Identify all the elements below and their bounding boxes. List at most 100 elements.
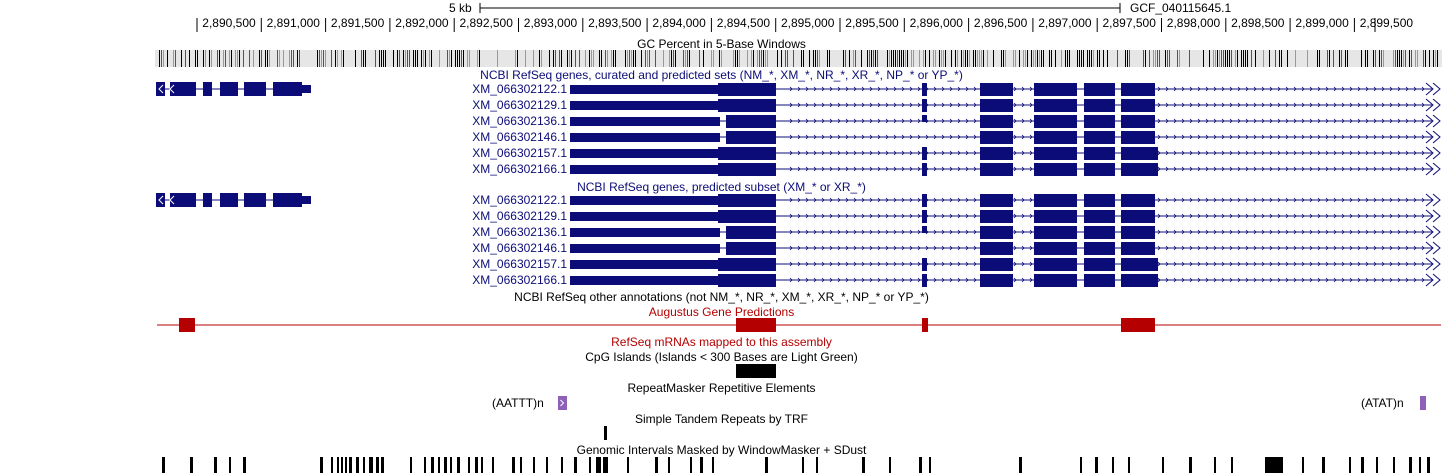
refseq-all-track[interactable] xyxy=(156,82,1441,176)
track-title-refseq-other[interactable]: NCBI RefSeq other annotations (not NM_*,… xyxy=(514,290,929,304)
chevron-right-icon xyxy=(813,150,817,156)
masked-interval xyxy=(337,457,339,473)
chevron-right-icon xyxy=(1405,261,1409,267)
transcript-label[interactable]: XM_066302122.1 xyxy=(472,193,567,207)
gc-bar xyxy=(1245,50,1246,67)
chevron-right-icon xyxy=(1157,245,1161,251)
cpg-islands-track[interactable] xyxy=(736,364,776,378)
track-title-refseq-all[interactable]: NCBI RefSeq genes, curated and predicted… xyxy=(480,68,963,82)
track-title-repeatmasker[interactable]: RepeatMasker Repetitive Elements xyxy=(627,381,816,395)
transcript-label[interactable]: XM_066302157.1 xyxy=(472,146,567,160)
chevron-right-icon xyxy=(560,399,565,407)
exon xyxy=(220,82,238,96)
track-title-refseq-mrna[interactable]: RefSeq mRNAs mapped to this assembly xyxy=(611,335,832,349)
gc-bar xyxy=(1379,50,1380,67)
chevron-right-icon xyxy=(1421,150,1425,156)
exon xyxy=(1121,194,1155,207)
transcript-label[interactable]: XM_066302136.1 xyxy=(472,225,567,239)
gc-bar xyxy=(203,50,204,67)
track-title-gc-percent[interactable]: GC Percent in 5-Base Windows xyxy=(637,37,806,51)
chevron-right-icon xyxy=(941,134,945,140)
chevron-right-icon xyxy=(917,86,921,92)
transcript-label[interactable]: XM_066302122.1 xyxy=(472,82,567,96)
chevron-right-icon xyxy=(1381,213,1385,219)
transcript-label[interactable]: XM_066302136.1 xyxy=(472,114,567,128)
chevron-right-icon xyxy=(917,197,921,203)
chevron-right-icon xyxy=(1317,229,1321,235)
utr xyxy=(570,228,720,237)
chevron-right-icon xyxy=(957,245,961,251)
arrow-right-icon xyxy=(1425,130,1434,144)
chevron-right-icon xyxy=(1237,118,1241,124)
chevron-right-icon xyxy=(1189,197,1193,203)
gc-bar xyxy=(1097,50,1098,67)
arrow-right-icon xyxy=(1432,162,1441,176)
masked-interval xyxy=(690,457,692,473)
track-title-windowmasker[interactable]: Genomic Intervals Masked by WindowMasker… xyxy=(576,443,867,457)
chevron-right-icon xyxy=(1269,229,1273,235)
chevron-right-icon xyxy=(885,134,889,140)
refseq-predicted-track[interactable] xyxy=(156,193,1441,287)
gc-bar xyxy=(713,50,714,67)
track-title-simple-repeats[interactable]: Simple Tandem Repeats by TRF xyxy=(635,412,808,426)
simple-repeats-track[interactable] xyxy=(604,426,607,440)
arrow-right-icon xyxy=(1425,225,1434,239)
transcript-label[interactable]: XM_066302129.1 xyxy=(472,209,567,223)
augustus-track[interactable] xyxy=(157,318,1441,332)
exon xyxy=(922,258,927,271)
gc-bar xyxy=(235,50,236,67)
transcript-label[interactable]: XM_066302166.1 xyxy=(472,273,567,287)
track-title-augustus[interactable]: Augustus Gene Predictions xyxy=(648,305,795,319)
chevron-right-icon xyxy=(1349,213,1353,219)
chevron-right-icon xyxy=(909,245,913,251)
windowmasker-track[interactable] xyxy=(162,457,1430,473)
exon xyxy=(980,83,1013,96)
transcript-label[interactable]: XM_066302146.1 xyxy=(472,130,567,144)
track-title-cpg-islands[interactable]: CpG Islands (Islands < 300 Bases are Lig… xyxy=(585,350,858,364)
gc-bar xyxy=(1019,50,1020,67)
gc-bar xyxy=(331,50,332,67)
gc-bar xyxy=(1347,50,1348,67)
chevron-right-icon xyxy=(1381,102,1385,108)
gc-bar xyxy=(1269,50,1270,67)
chevron-right-icon xyxy=(869,245,873,251)
chevron-right-icon xyxy=(1237,213,1241,219)
gc-bar xyxy=(1263,50,1264,67)
chevron-right-icon xyxy=(789,229,793,235)
transcript-label[interactable]: XM_066302129.1 xyxy=(472,98,567,112)
chevron-right-icon xyxy=(1277,102,1281,108)
repeat-label-left[interactable]: (AATTT)n xyxy=(492,396,544,410)
gc-bar xyxy=(703,50,704,67)
transcript-label[interactable]: XM_066302146.1 xyxy=(472,241,567,255)
gc-percent-track[interactable] xyxy=(155,50,1442,67)
transcript-label[interactable]: XM_066302166.1 xyxy=(472,162,567,176)
gc-bar xyxy=(319,50,320,67)
chevron-right-icon xyxy=(1261,134,1265,140)
chevron-right-icon xyxy=(1397,229,1401,235)
chevron-right-icon xyxy=(1301,166,1305,172)
gc-bar xyxy=(1125,50,1126,67)
chevron-right-icon xyxy=(821,277,825,283)
chevron-right-icon xyxy=(1269,86,1273,92)
chevron-right-icon xyxy=(1165,134,1169,140)
chevron-right-icon xyxy=(821,166,825,172)
chevron-right-icon xyxy=(1205,166,1209,172)
transcript-label[interactable]: XM_066302157.1 xyxy=(472,257,567,271)
chevron-right-icon xyxy=(1381,166,1385,172)
chevron-right-icon xyxy=(949,277,953,283)
repeatmasker-track[interactable] xyxy=(558,396,1426,410)
masked-interval xyxy=(444,457,447,473)
track-title-refseq-predicted[interactable]: NCBI RefSeq genes, predicted subset (XM_… xyxy=(577,180,866,194)
gc-bar xyxy=(635,50,636,67)
arrow-right-icon xyxy=(1425,146,1434,160)
arrow-right-icon xyxy=(1425,273,1434,287)
chevron-right-icon xyxy=(1157,150,1161,156)
chevron-right-icon xyxy=(797,118,801,124)
repeat-label-right[interactable]: (ATAT)n xyxy=(1361,396,1404,410)
exon xyxy=(1121,147,1158,160)
gc-bar xyxy=(1235,50,1236,67)
chevron-right-icon xyxy=(1021,150,1025,156)
gc-bar xyxy=(299,50,300,67)
exon xyxy=(1034,210,1077,223)
